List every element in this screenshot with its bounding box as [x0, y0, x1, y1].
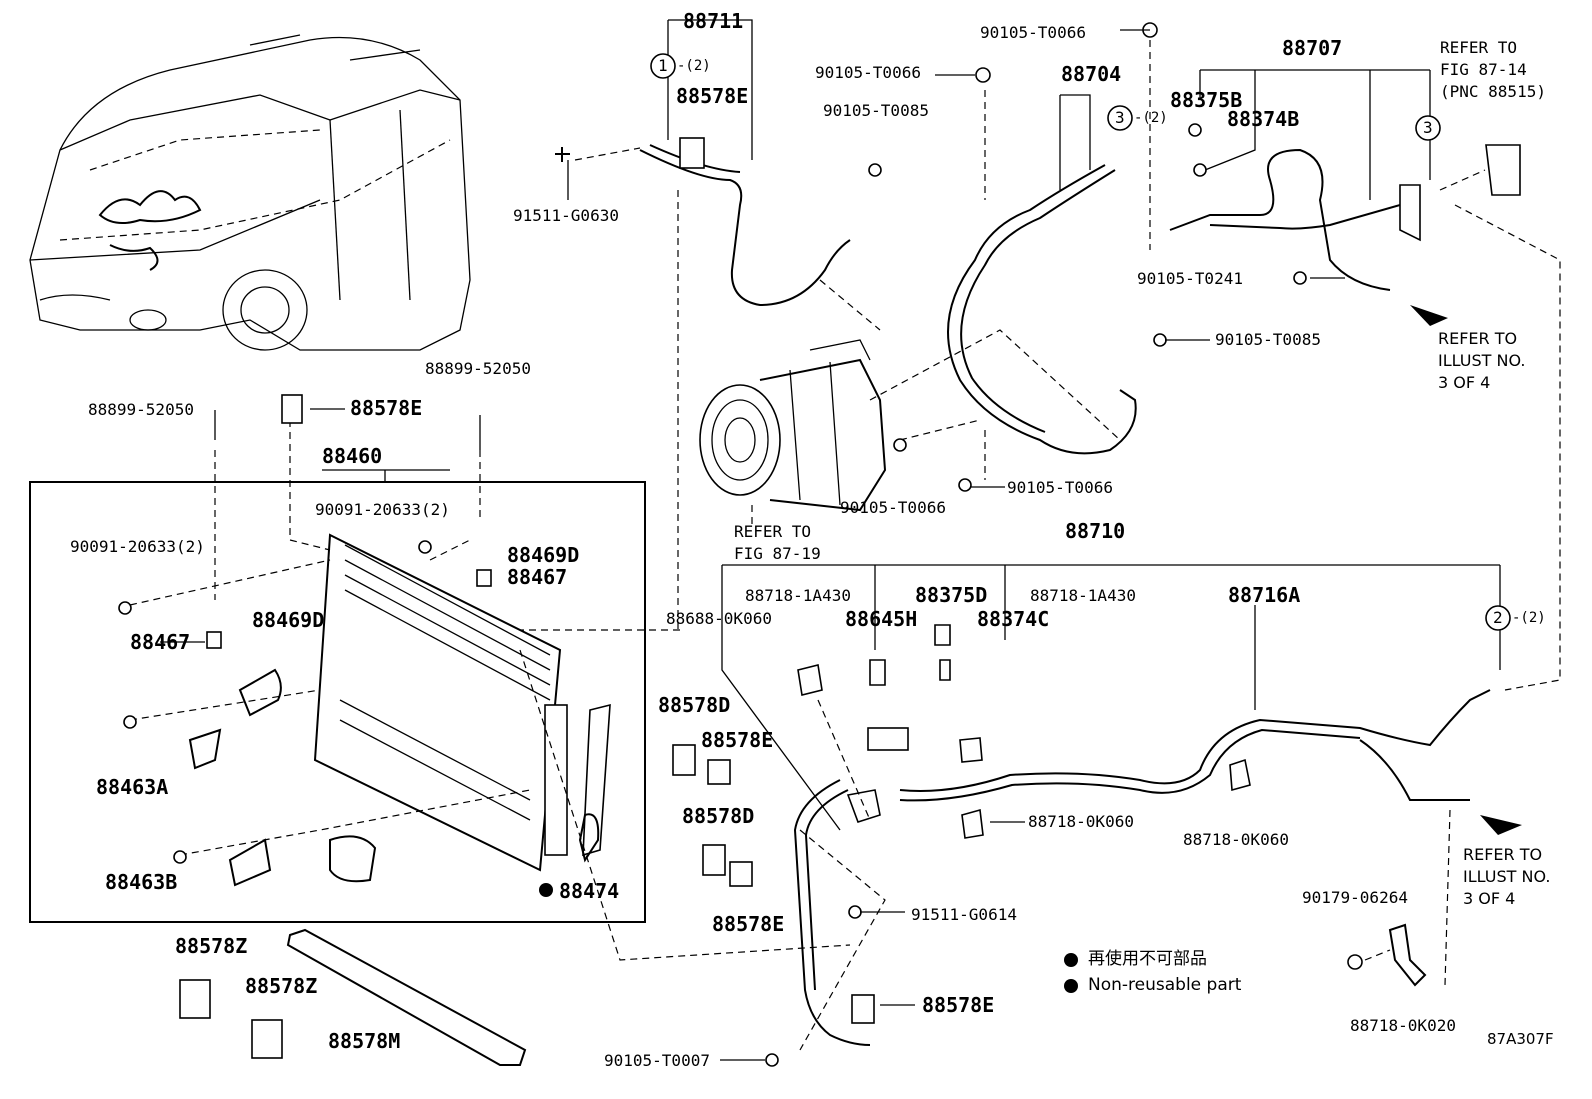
non-reusable-dot [539, 883, 553, 897]
label-90179-06264: 90179-06264 [1302, 888, 1408, 907]
compressor [699, 279, 887, 525]
callout-2-qty: -(2) [1512, 610, 1546, 626]
label-88578D-b: 88578D [682, 804, 755, 828]
fasteners [118, 22, 1345, 1067]
label-90105-T0007: 90105-T0007 [604, 1051, 710, 1070]
label-88710: 88710 [1065, 519, 1126, 543]
hose-88707 [1149, 40, 1561, 691]
label-88467-a: 88467 [507, 565, 568, 589]
hose-88711 [520, 19, 851, 631]
label-88718-0K020: 88718-0K020 [1350, 1016, 1456, 1035]
label-88688-0K060: 88688-0K060 [666, 609, 772, 628]
label-88704: 88704 [1061, 62, 1122, 86]
label-88463A: 88463A [96, 775, 169, 799]
callout-3-number-b: 3 [1423, 118, 1433, 137]
label-91511-G0614: 91511-G0614 [911, 905, 1017, 924]
label-88578Z-a: 88578Z [175, 934, 248, 958]
label-88578E-c: 88578E [701, 728, 774, 752]
label-88578D-a: 88578D [658, 693, 731, 717]
hose-88704 [869, 90, 1137, 480]
label-90105-T0066-c: 90105-T0066 [1007, 478, 1113, 497]
refer-note-fig-87-14: REFER TO FIG 87-14 (PNC 88515) [1440, 38, 1546, 101]
label-90105-T0241: 90105-T0241 [1137, 269, 1243, 288]
label-90105-T0066-a: 90105-T0066 [980, 23, 1086, 42]
callout-1-qty: -(2) [677, 58, 711, 74]
label-88718-1A430-b: 88718-1A430 [1030, 586, 1136, 605]
label-88578Z-b: 88578Z [245, 974, 318, 998]
label-90091-20633-a: 90091-20633(2) [315, 500, 450, 519]
label-88578E-top: 88578E [676, 84, 749, 108]
label-88578M: 88578M [328, 1029, 401, 1053]
label-91511-G0630: 91511-G0630 [513, 206, 619, 225]
label-90105-T0085-a: 90105-T0085 [823, 101, 929, 120]
legend-english: Non-reusable part [1088, 975, 1242, 995]
label-88716A: 88716A [1228, 583, 1301, 607]
label-88374C: 88374C [977, 607, 1050, 631]
label-88899-52050-a: 88899-52050 [88, 400, 194, 419]
label-90105-T0085-b: 90105-T0085 [1215, 330, 1321, 349]
label-88467-b: 88467 [130, 630, 191, 654]
bottom-blocks [179, 394, 875, 1066]
legend-japanese: 再使用不可部品 [1088, 949, 1207, 969]
callout-2-number: 2 [1493, 608, 1503, 627]
condenser-assembly [29, 410, 646, 923]
bracket-88718-0K020 [1347, 923, 1427, 987]
label-88374B: 88374B [1227, 107, 1300, 131]
label-88578E-e: 88578E [922, 993, 995, 1017]
label-88469D-a: 88469D [507, 543, 580, 567]
hose-88710 [721, 564, 1522, 1051]
label-90091-20633-b: 90091-20633(2) [70, 537, 205, 556]
legend-dot-jp [1064, 953, 1078, 967]
label-88718-0K060-b: 88718-0K060 [1183, 830, 1289, 849]
callout-3-number-a: 3 [1115, 108, 1125, 127]
refer-note-illust-a: REFER TO ILLUST NO. 3 OF 4 [1438, 329, 1526, 392]
label-88645H: 88645H [845, 607, 918, 631]
refer-note-fig-87-19: REFER TO FIG 87-19 [734, 522, 821, 563]
label-88375D: 88375D [915, 583, 988, 607]
refer-note-illust-b: REFER TO ILLUST NO. 3 OF 4 [1463, 845, 1551, 908]
vehicle-illustration [29, 34, 471, 351]
label-88460: 88460 [322, 444, 383, 468]
callout-1-number: 1 [658, 56, 668, 75]
label-88375B: 88375B [1170, 88, 1243, 112]
label-90105-T0066-d: 90105-T0066 [840, 498, 946, 517]
label-88899-52050-b: 88899-52050 [425, 359, 531, 378]
label-88707: 88707 [1282, 36, 1343, 60]
label-88463B: 88463B [105, 870, 178, 894]
label-88718-0K060-a: 88718-0K060 [1028, 812, 1134, 831]
label-88711: 88711 [683, 9, 744, 33]
label-88718-1A430-a: 88718-1A430 [745, 586, 851, 605]
label-88578E-mid: 88578E [350, 396, 423, 420]
diagram-code: 87A307F [1487, 1030, 1554, 1048]
legend-dot-en [1064, 979, 1078, 993]
callout-3-qty: -(2) [1134, 110, 1168, 126]
label-88474: 88474 [559, 879, 620, 903]
label-88469D-b: 88469D [252, 608, 325, 632]
label-88578E-d: 88578E [712, 912, 785, 936]
label-90105-T0066-b: 90105-T0066 [815, 63, 921, 82]
